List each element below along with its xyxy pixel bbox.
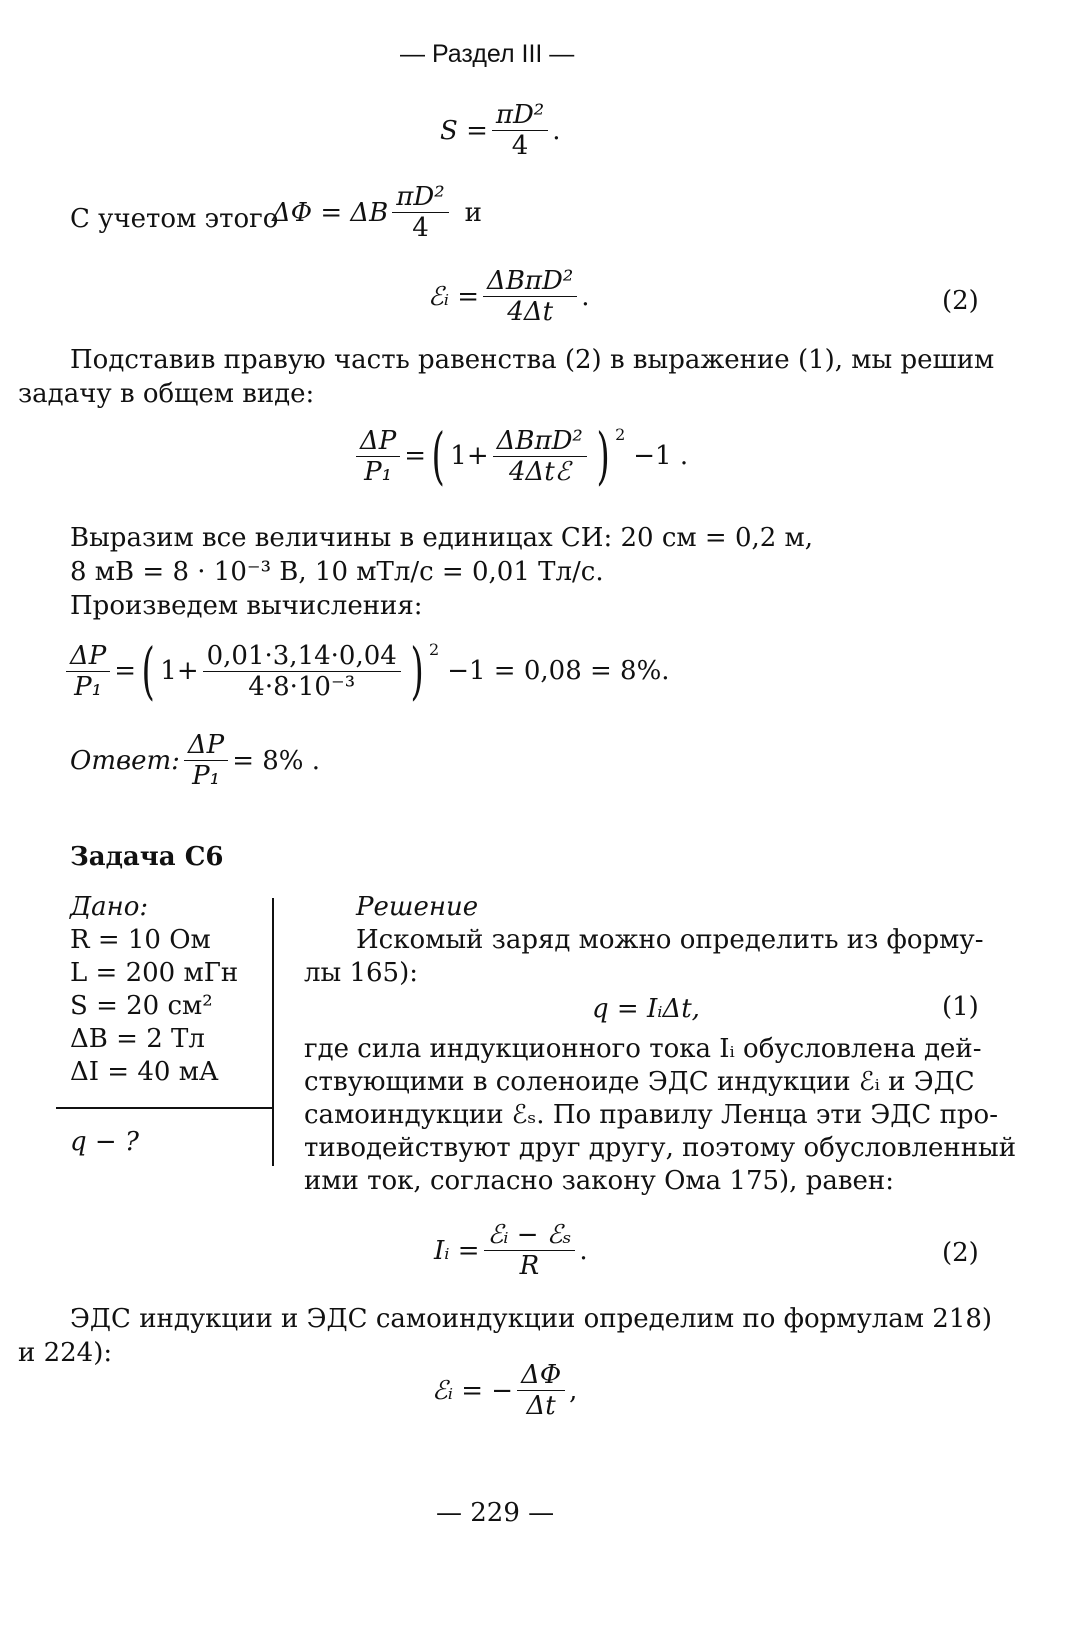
formula-charge: q = IᵢΔt, xyxy=(592,994,700,1024)
paragraph-line: задачу в общем виде: xyxy=(18,379,315,409)
solution-line: где сила индукционного тока Iᵢ обусловле… xyxy=(304,1034,982,1064)
find-item: q − ? xyxy=(70,1127,139,1157)
paragraph-line: и 224): xyxy=(18,1338,113,1368)
page-header: — Раздел III — xyxy=(400,40,575,68)
solution-line: тиводействуют друг другу, поэтому обусло… xyxy=(304,1133,1017,1163)
solution-line: ствующими в соленоиде ЭДС индукции ℰᵢ и … xyxy=(304,1067,975,1097)
given-separator xyxy=(272,898,274,1166)
paragraph-line: Выразим все величины в единицах СИ: 20 с… xyxy=(70,523,814,553)
given-item: L = 200 мГн xyxy=(70,958,239,988)
solution-label: Решение xyxy=(356,892,479,922)
task-title: Задача С6 xyxy=(70,842,224,872)
given-divider xyxy=(56,1107,274,1109)
solution-line: лы 165): xyxy=(304,958,419,988)
flux-intro: С учетом этого xyxy=(70,204,279,234)
given-label: Дано: xyxy=(70,892,149,922)
given-item: ΔB = 2 Тл xyxy=(70,1024,205,1054)
page-number: — 229 — xyxy=(436,1498,555,1528)
given-item: ΔI = 40 мА xyxy=(70,1057,219,1087)
given-item: S = 20 см² xyxy=(70,991,213,1021)
equation-number: (2) xyxy=(942,286,979,316)
equation-number: (2) xyxy=(942,1238,979,1268)
paragraph-line: ЭДС индукции и ЭДС самоиндукции определи… xyxy=(70,1304,993,1334)
solution-line: Искомый заряд можно определить из форму- xyxy=(356,925,984,955)
paragraph-line: Подставив правую часть равенства (2) в в… xyxy=(70,345,995,375)
paragraph-line: 8 мВ = 8 · 10⁻³ В, 10 мТл/с = 0,01 Тл/с. xyxy=(70,557,604,587)
solution-line: ими ток, согласно закону Ома 175), равен… xyxy=(304,1166,894,1196)
solution-line: самоиндукции ℰₛ. По правилу Ленца эти ЭД… xyxy=(304,1100,998,1130)
given-item: R = 10 Ом xyxy=(70,925,211,955)
paragraph-line: Произведем вычисления: xyxy=(70,591,423,621)
equation-number: (1) xyxy=(942,992,979,1022)
